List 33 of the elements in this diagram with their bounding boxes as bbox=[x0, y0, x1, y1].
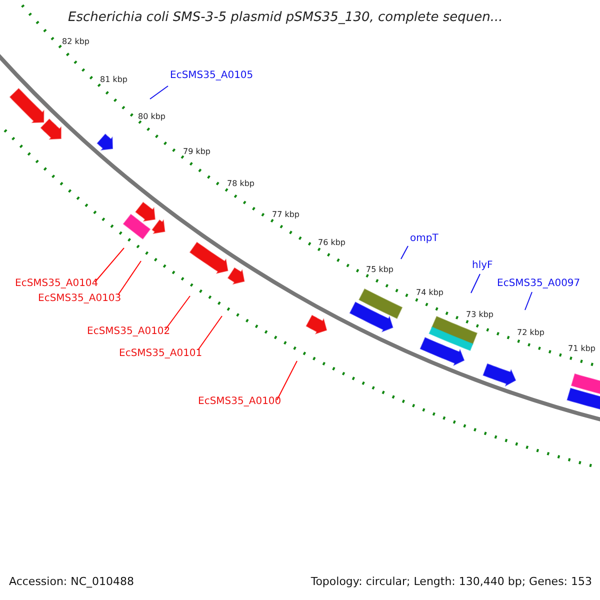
scale-label: 72 kbp bbox=[517, 329, 545, 337]
gene-label: hlyF bbox=[472, 261, 493, 271]
leader-line bbox=[150, 86, 168, 100]
scale-label: 74 kbp bbox=[416, 289, 444, 297]
gene-label: EcSMS35_A0101 bbox=[119, 349, 202, 359]
diagram-title: Escherichia coli SMS-3-5 plasmid pSMS35_130, complete sequen... bbox=[68, 11, 503, 24]
gene-label: ompT bbox=[410, 234, 438, 244]
gene-label: EcSMS35_A0102 bbox=[87, 327, 170, 337]
scale-label: 82 kbp bbox=[62, 38, 90, 46]
scale-label: 75 kbp bbox=[366, 266, 394, 274]
leader-line bbox=[118, 260, 142, 296]
leader-line bbox=[276, 360, 298, 400]
scale-label: 78 kbp bbox=[227, 180, 255, 188]
leader-line bbox=[164, 296, 190, 330]
gene-label: EcSMS35_A0097 bbox=[497, 279, 580, 289]
scale-label: 77 kbp bbox=[272, 211, 300, 219]
footer-text: Topology: circular; Length: 130,440 bp; Genes: 153 bbox=[310, 576, 592, 587]
scale-label: 73 kbp bbox=[466, 311, 494, 319]
leader-line bbox=[470, 274, 480, 294]
gene-label: EcSMS35_A0103 bbox=[38, 294, 122, 304]
leader-line bbox=[94, 248, 124, 282]
leader-line bbox=[524, 292, 532, 310]
scale-label: 71 kbp bbox=[568, 345, 596, 353]
gene-label: EcSMS35_A0100 bbox=[198, 397, 282, 407]
scale-label: 80 kbp bbox=[138, 113, 166, 121]
footer-text: Accession: NC_010488 bbox=[9, 576, 134, 587]
scale-label: 79 kbp bbox=[183, 148, 211, 156]
scale-label: 81 kbp bbox=[100, 76, 128, 84]
gene-label: EcSMS35_A0104 bbox=[15, 279, 98, 289]
leader-line bbox=[198, 316, 222, 350]
scale-label: 76 kbp bbox=[318, 239, 346, 247]
leader-line bbox=[400, 246, 408, 260]
gene-label: EcSMS35_A0105 bbox=[170, 71, 254, 81]
